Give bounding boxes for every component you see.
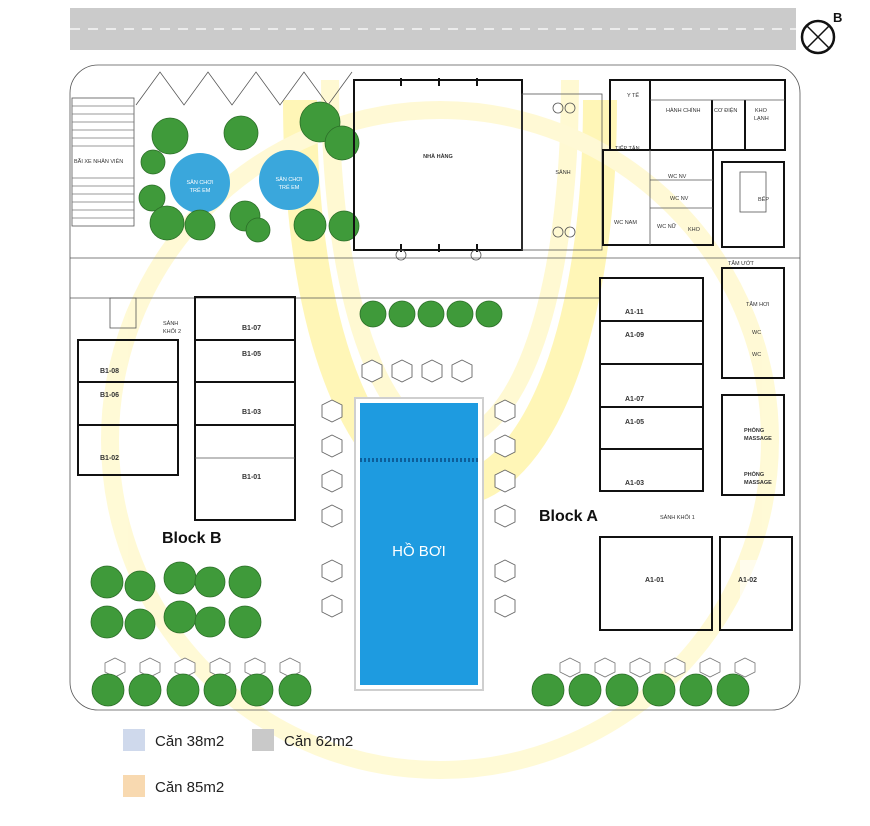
unit-a1-05: A1-05 xyxy=(625,419,644,426)
legend-swatch-38 xyxy=(123,729,145,751)
wc-female-label: WC NỮ xyxy=(657,223,677,230)
massage-2-label-1: PHÒNG xyxy=(744,470,764,478)
cold-storage-label-1: KHO xyxy=(755,108,768,114)
kitchen-label: BẾP xyxy=(758,196,769,203)
wc-male-label: WC NAM xyxy=(614,220,637,226)
unit-b1-02: B1-02 xyxy=(100,455,119,462)
wet-bath-label: TẮM ƯỚT xyxy=(728,259,755,267)
legend-label-38: Căn 38m2 xyxy=(155,733,224,750)
playground-2-label-1: SÂN CHƠI xyxy=(275,176,302,183)
legend-label-85: Căn 85m2 xyxy=(155,779,224,796)
block-b-label: Block B xyxy=(162,530,222,547)
cold-storage-label-2: LẠNH xyxy=(754,116,769,122)
lobby-block2-label-1: SẢNH xyxy=(163,320,178,327)
unit-b1-05: B1-05 xyxy=(242,351,261,358)
reception-label: TIẾP TÂN xyxy=(615,145,640,152)
unit-b1-03: B1-03 xyxy=(242,409,261,416)
wc-staff-2-label: WC NV xyxy=(670,196,689,202)
playground-1-label-2: TRẺ EM xyxy=(190,187,211,194)
unit-b1-08: B1-08 xyxy=(100,368,119,375)
canopy-outline xyxy=(135,71,353,106)
legend-swatch-85 xyxy=(123,775,145,797)
steam-bath-label: TẮM HƠI xyxy=(746,300,770,308)
block-a-label: Block A xyxy=(539,508,598,525)
door-icons xyxy=(395,102,576,261)
electric-label: CƠ ĐIỆN xyxy=(714,106,737,114)
storage-label: KHO xyxy=(688,227,701,233)
unit-a1-07: A1-07 xyxy=(625,396,644,403)
unit-b1-06: B1-06 xyxy=(100,392,119,399)
restaurant-label: NHÀ HÀNG xyxy=(423,153,453,160)
block-b xyxy=(77,296,296,521)
lobby-label: SẢNH xyxy=(555,169,570,176)
unit-a1-02: A1-02 xyxy=(738,577,757,584)
unit-a1-01: A1-01 xyxy=(645,577,664,584)
playground-2 xyxy=(259,150,319,210)
unit-a1-03: A1-03 xyxy=(625,480,644,487)
massage-1-label-2: MASSAGE xyxy=(744,436,772,442)
umbrella-row-bottom xyxy=(104,657,756,678)
compass-icon xyxy=(800,19,836,55)
massage-2-label-2: MASSAGE xyxy=(744,480,772,486)
wc-2-label: WC xyxy=(752,352,761,358)
compass-letter: B xyxy=(833,10,842,25)
wc-1-label: WC xyxy=(752,330,761,336)
massage-1-label-1: PHÒNG xyxy=(744,426,764,434)
umbrella-icons xyxy=(321,359,516,618)
wc-staff-1-label: WC NV xyxy=(668,174,687,180)
playground-2-label-2: TRẺ EM xyxy=(279,184,300,191)
lobby-block1-label: SẢNH KHỐI 1 xyxy=(660,514,695,521)
parking-label: BÃI XE NHÂN VIÊN xyxy=(74,157,123,165)
admin-label: HÀNH CHÍNH xyxy=(666,107,701,114)
legend-label-62: Căn 62m2 xyxy=(284,733,353,750)
site-boundary xyxy=(69,64,801,711)
playground-1 xyxy=(170,153,230,213)
unit-b1-07: B1-07 xyxy=(242,325,261,332)
unit-b1-01: B1-01 xyxy=(242,474,261,481)
unit-a1-11: A1-11 xyxy=(625,309,644,316)
parking-area xyxy=(71,97,135,227)
block-a xyxy=(599,277,793,631)
tree-cluster-top xyxy=(138,101,360,243)
service-block xyxy=(602,79,786,496)
playground-1-label-1: SÂN CHƠI xyxy=(186,179,213,186)
legend-swatch-62 xyxy=(252,729,274,751)
pool-label: HỒ BƠI xyxy=(392,542,446,560)
lobby-block2-label-2: KHỐI 2 xyxy=(163,328,181,335)
unit-a1-09: A1-09 xyxy=(625,332,644,339)
trees xyxy=(90,300,750,707)
medical-label: Y TẾ xyxy=(627,92,639,99)
pool xyxy=(360,403,478,685)
